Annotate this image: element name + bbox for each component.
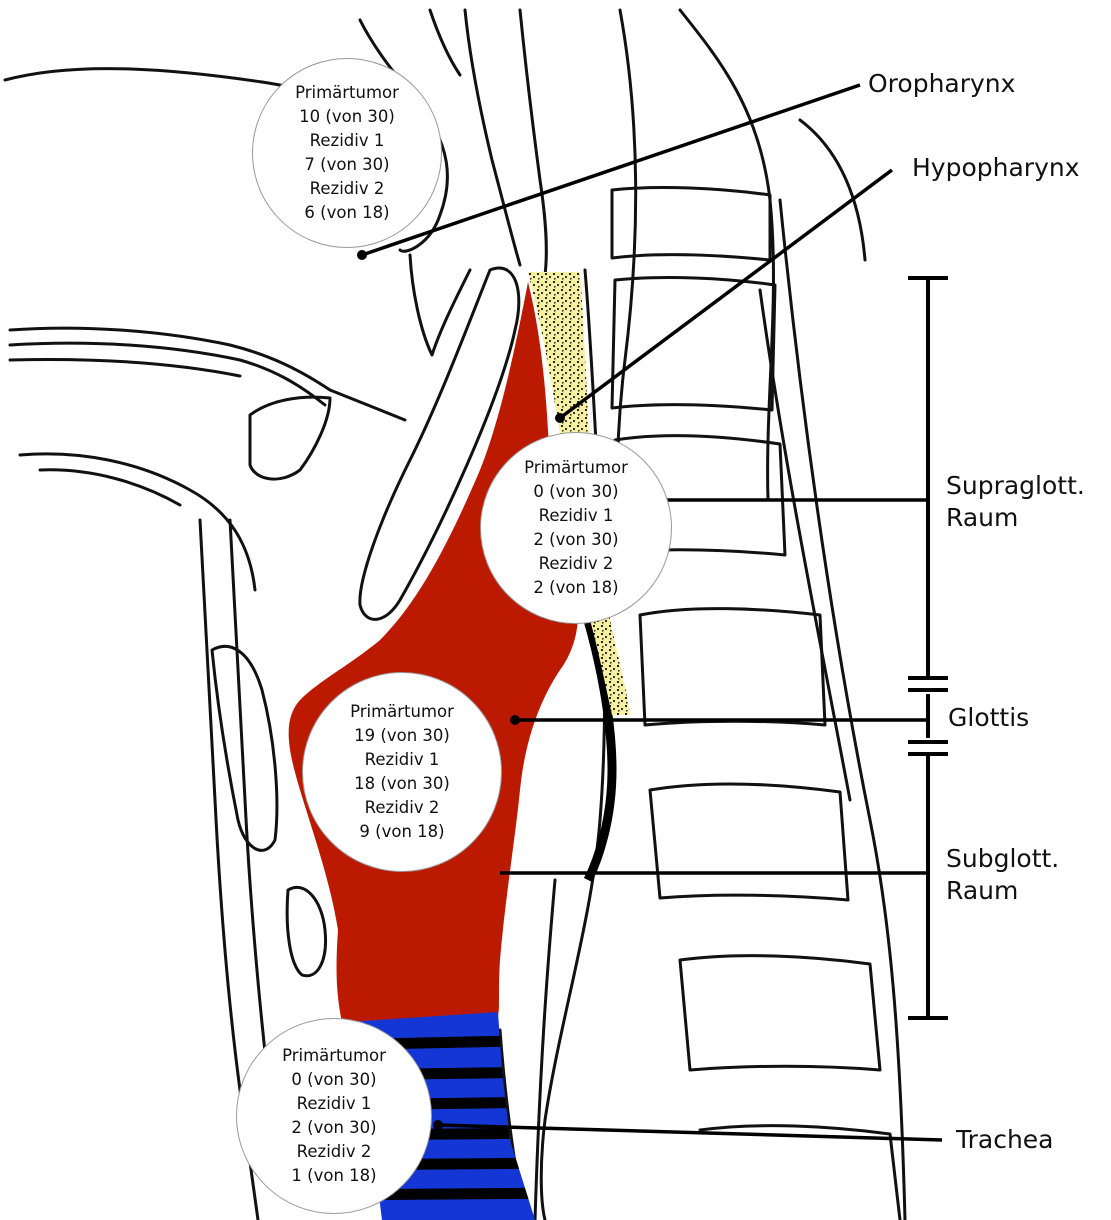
supraglottis-label-line2: Raum <box>946 502 1085 534</box>
stat-line: 2 (von 30) <box>291 1116 376 1140</box>
stat-line: 0 (von 30) <box>533 480 618 504</box>
hypopharynx-pointer <box>560 170 892 418</box>
stat-line: Rezidiv 2 <box>310 177 385 201</box>
subglottis-label-line2: Raum <box>946 875 1059 907</box>
stat-line: 0 (von 30) <box>291 1068 376 1092</box>
stat-line: 2 (von 30) <box>533 528 618 552</box>
stat-line: 2 (von 18) <box>533 576 618 600</box>
stat-line: Primärtumor <box>524 456 628 480</box>
stat-line: 10 (von 30) <box>299 105 395 129</box>
glottis-pointer-dot <box>510 715 520 725</box>
glottis-stats-circle: Primärtumor 19 (von 30) Rezidiv 1 18 (vo… <box>302 672 502 872</box>
stat-line: Rezidiv 2 <box>365 796 440 820</box>
stat-line: 9 (von 18) <box>359 820 444 844</box>
stat-line: 19 (von 30) <box>354 724 450 748</box>
subglottis-label: Subglott. Raum <box>946 843 1059 907</box>
oropharynx-pointer-dot <box>357 250 367 260</box>
larynx-tumor-region <box>289 282 578 1022</box>
stat-line: Rezidiv 1 <box>310 129 385 153</box>
stat-line: Primärtumor <box>282 1044 386 1068</box>
stat-line: Primärtumor <box>295 81 399 105</box>
region-bracket <box>908 278 948 1018</box>
stat-line: 1 (von 18) <box>291 1164 376 1188</box>
supraglottis-stats-circle: Primärtumor 0 (von 30) Rezidiv 1 2 (von … <box>480 432 672 624</box>
glottis-label: Glottis <box>948 702 1029 734</box>
stat-line: Primärtumor <box>350 700 454 724</box>
trachea-label: Trachea <box>956 1124 1054 1156</box>
oropharynx-label: Oropharynx <box>868 68 1015 100</box>
oropharynx-stats-circle: Primärtumor 10 (von 30) Rezidiv 1 7 (von… <box>252 58 442 248</box>
hypopharynx-pointer-dot <box>555 413 565 423</box>
trachea-stats-circle: Primärtumor 0 (von 30) Rezidiv 1 2 (von … <box>236 1018 432 1214</box>
stat-line: 18 (von 30) <box>354 772 450 796</box>
supraglottis-label: Supraglott. Raum <box>946 470 1085 534</box>
stat-line: Rezidiv 1 <box>365 748 440 772</box>
stat-line: 6 (von 18) <box>304 201 389 225</box>
stat-line: Rezidiv 1 <box>297 1092 372 1116</box>
stat-line: Rezidiv 1 <box>539 504 614 528</box>
hypopharynx-label: Hypopharynx <box>912 152 1080 184</box>
supraglottis-label-line1: Supraglott. <box>946 470 1085 502</box>
stat-line: Rezidiv 2 <box>539 552 614 576</box>
trachea-pointer-dot <box>433 1120 443 1130</box>
stat-line: Rezidiv 2 <box>297 1140 372 1164</box>
stat-line: 7 (von 30) <box>304 153 389 177</box>
subglottis-label-line1: Subglott. <box>946 843 1059 875</box>
